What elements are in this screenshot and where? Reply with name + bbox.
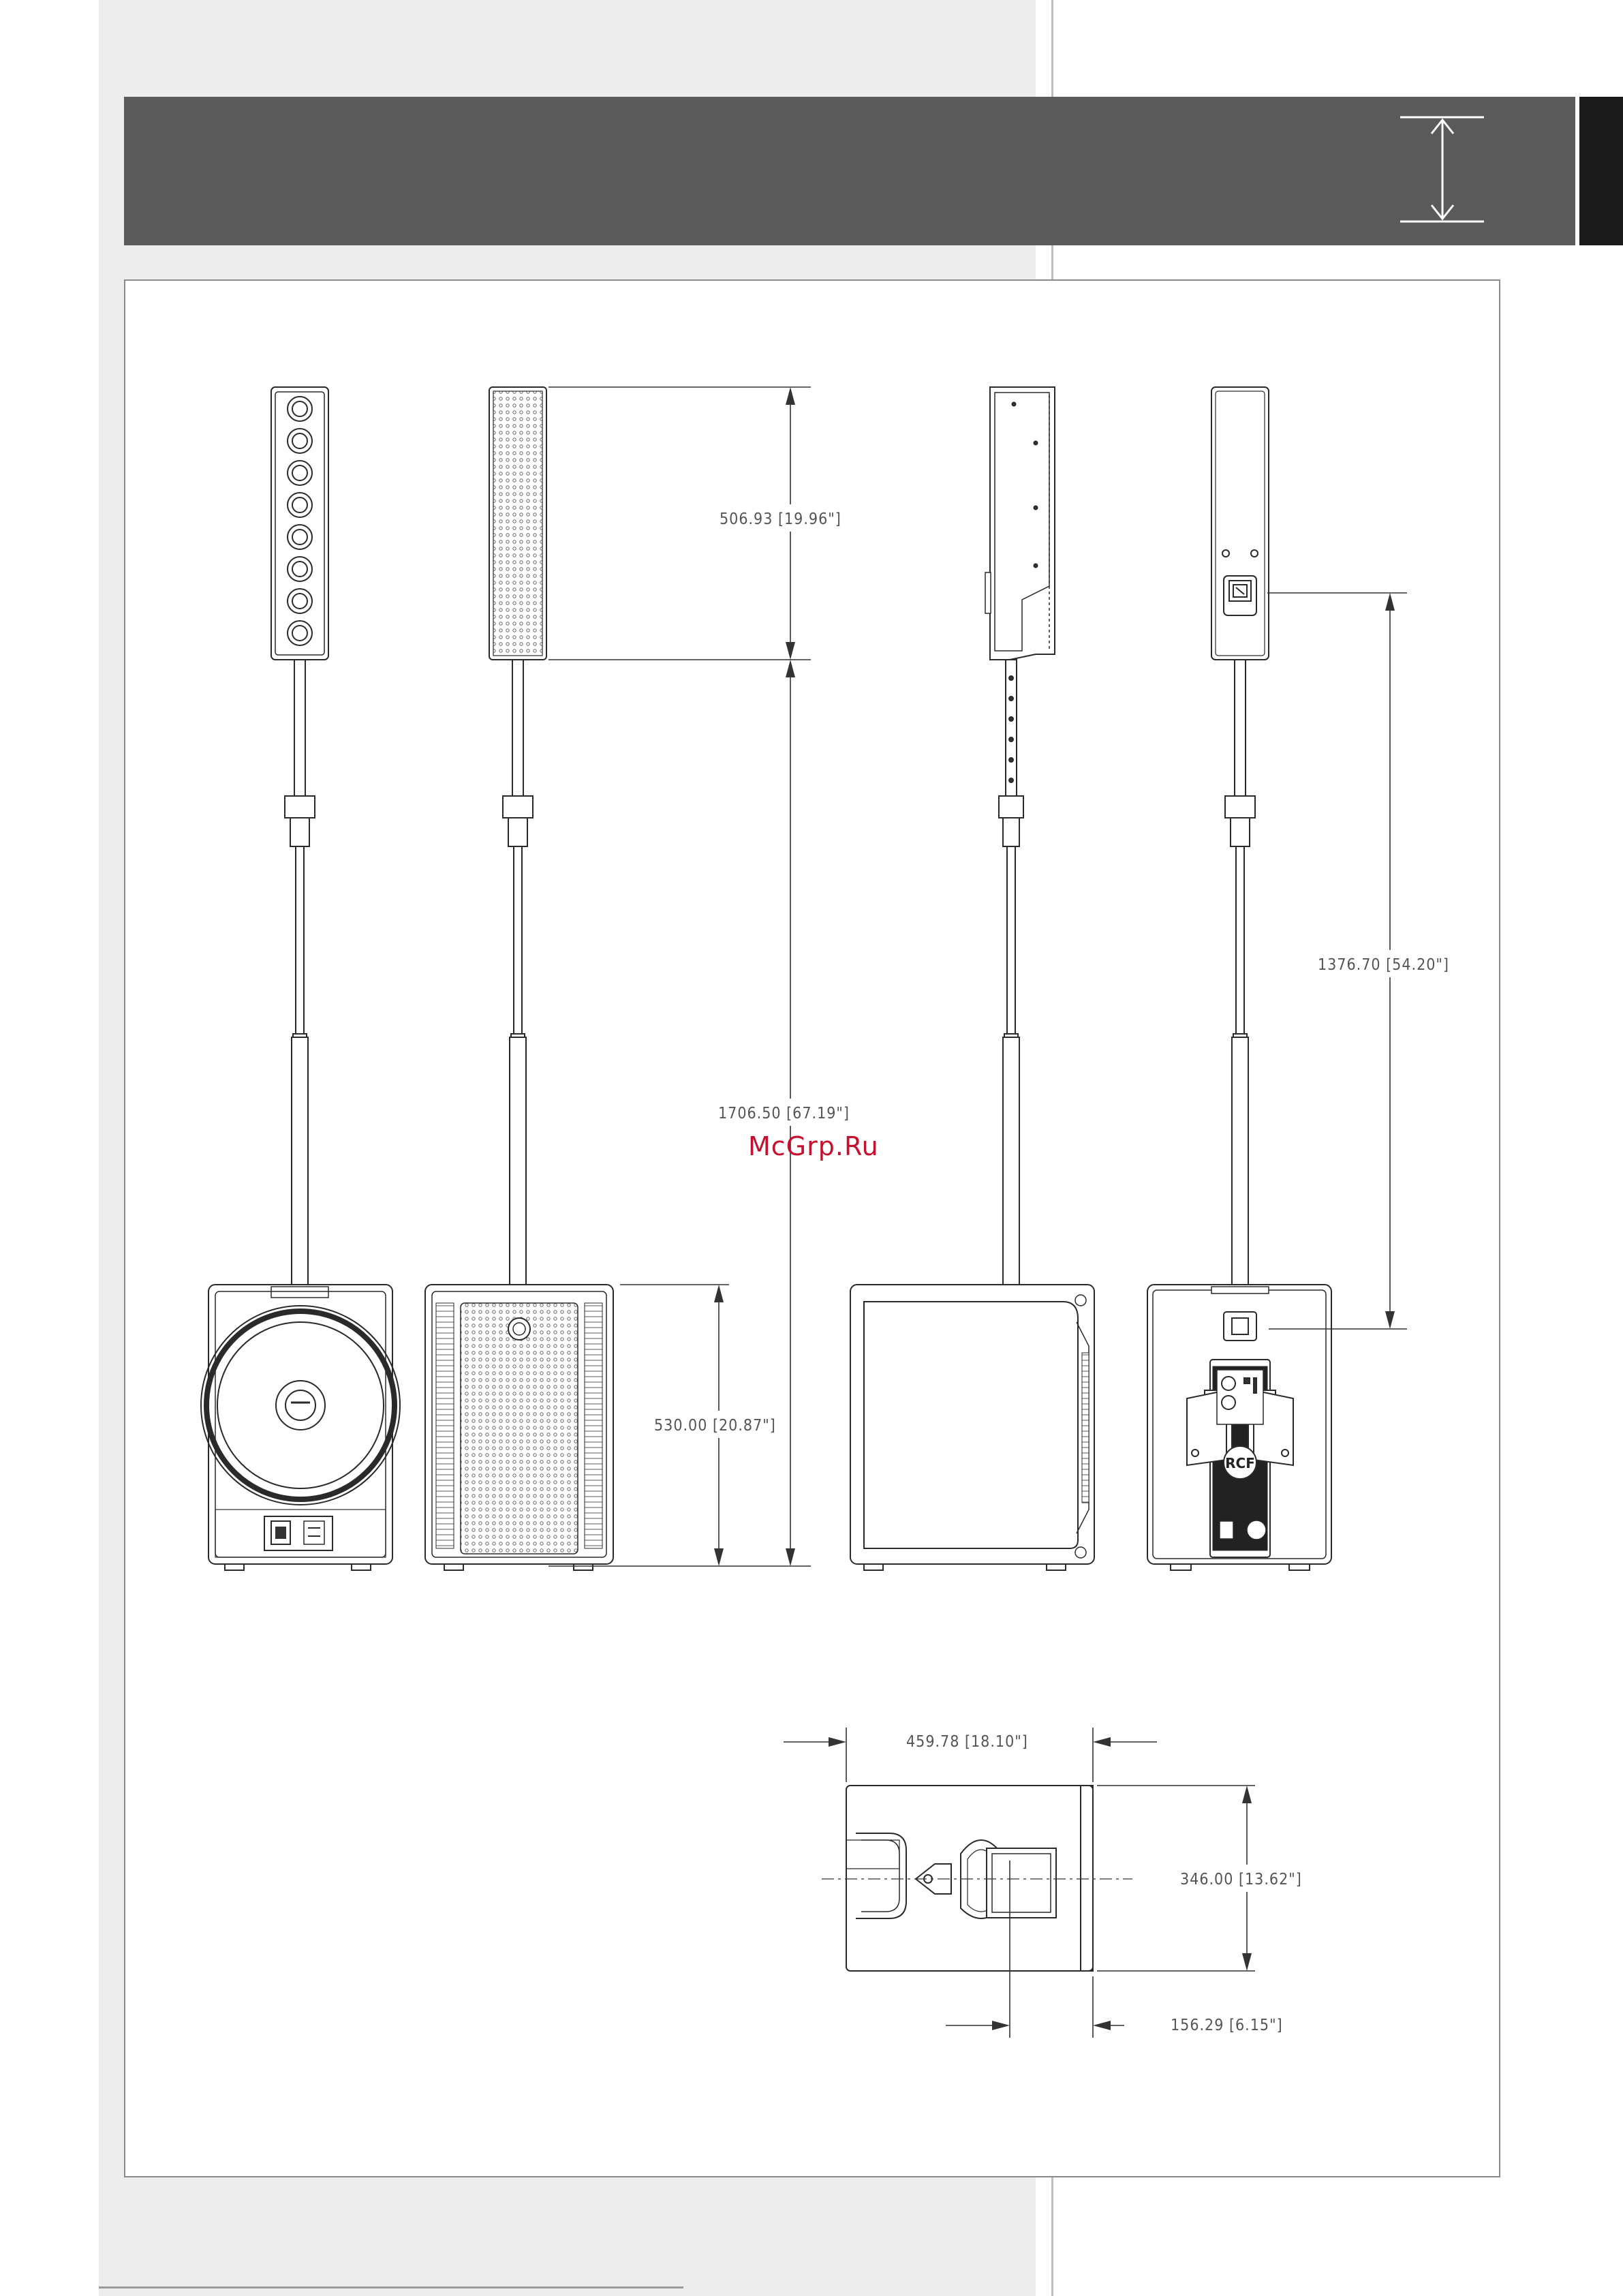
rear-view: RCF <box>1147 387 1331 1570</box>
top-view <box>846 1786 1093 1971</box>
dim-top-width: 459.78 [18.10"] <box>906 1733 1028 1751</box>
rcf-logo: RCF <box>1225 1455 1255 1471</box>
dim-column-height: 506.93 [19.96"] <box>720 510 841 528</box>
front-view <box>201 387 400 1570</box>
dim-top-depth: 346.00 [13.62"] <box>1180 1871 1302 1888</box>
dim-sub-height: 530.00 [20.87"] <box>654 1417 776 1435</box>
dim-socket-offset: 156.29 [6.15"] <box>1171 2017 1283 2034</box>
bottom-rule <box>99 2286 683 2289</box>
grille-view <box>425 387 613 1570</box>
dim-overall-height: 1706.50 [67.19"] <box>718 1105 850 1122</box>
height-dimension-icon <box>1400 117 1484 221</box>
side-view <box>850 387 1094 1570</box>
dim-pole-height: 1376.70 [54.20"] <box>1318 956 1449 974</box>
watermark: McGrp.Ru <box>748 1131 879 1161</box>
